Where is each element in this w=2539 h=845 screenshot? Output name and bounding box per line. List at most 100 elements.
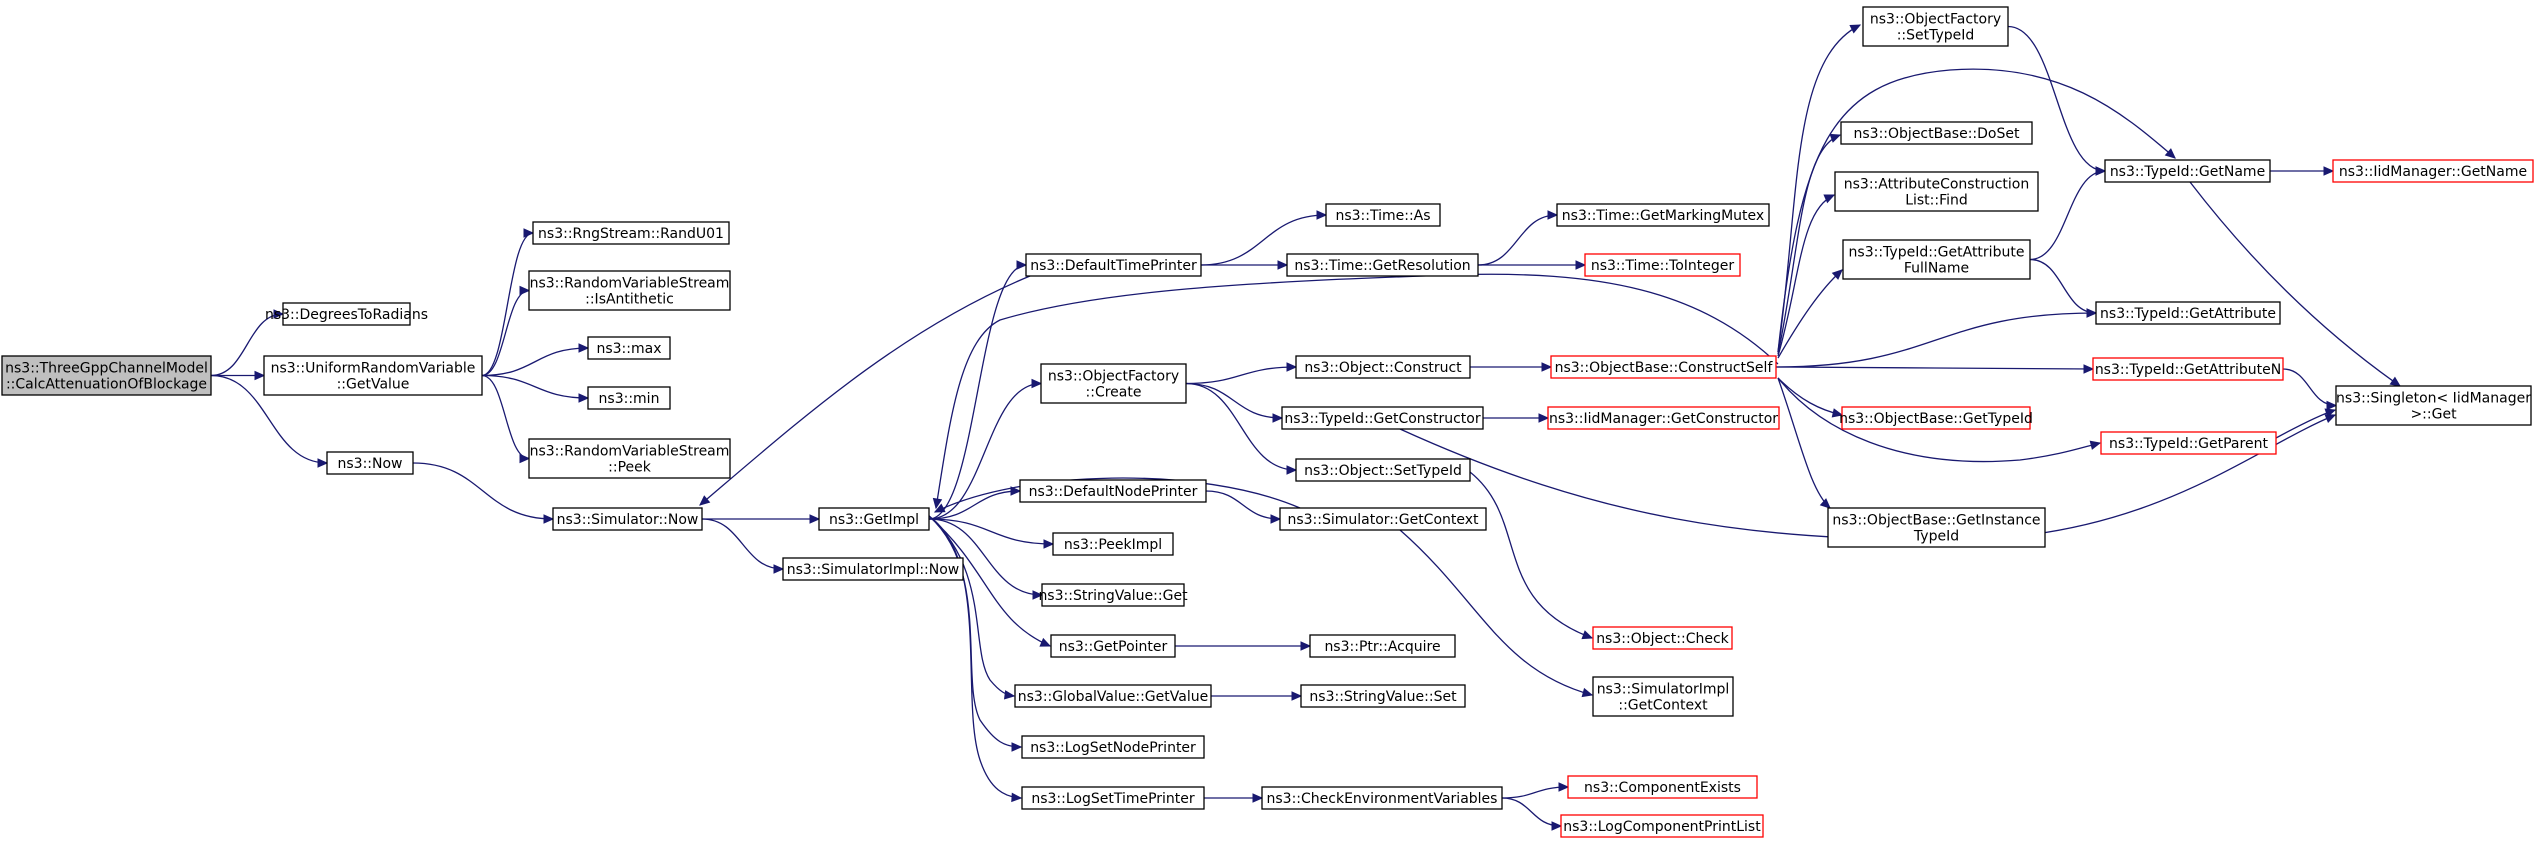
node-iidGetCtor[interactable]: ns3::IidManager::GetConstructor: [1547, 406, 1780, 430]
edge-tidGetCtor-to-iidGetCtor: [1483, 413, 1550, 423]
arrow-head: [1547, 210, 1559, 220]
node-defTimePrinter[interactable]: ns3::DefaultTimePrinter: [1025, 253, 1202, 277]
arrow-head: [2095, 166, 2107, 176]
node-objCheck[interactable]: ns3::Object::Check: [1592, 626, 1733, 650]
edge-simGetContext-to-getImpl: [933, 477, 1301, 513]
node-simImplNow[interactable]: ns3::SimulatorImpl::Now: [782, 557, 964, 581]
node-isAntithetic[interactable]: ns3::RandomVariableStream::IsAntithetic: [528, 270, 731, 311]
node-label: ns3::DefaultNodePrinter: [1029, 484, 1198, 500]
node-box: [818, 507, 930, 531]
node-label: ::Create: [1086, 385, 1142, 401]
node-checkEnv[interactable]: ns3::CheckEnvironmentVariables: [1261, 786, 1503, 810]
node-randU01[interactable]: ns3::RngStream::RandU01: [532, 221, 730, 245]
node-box: [1021, 786, 1205, 810]
edge-getImpl-to-stringValueGet: [928, 518, 1044, 600]
node-max[interactable]: ns3::max: [587, 336, 671, 360]
edge-tidGetAttributeN-to-singletonGet: [2282, 368, 2338, 411]
node-peek[interactable]: ns3::RandomVariableStream::Peek: [528, 438, 731, 479]
node-logSetTimePrinter[interactable]: ns3::LogSetTimePrinter: [1021, 786, 1205, 810]
edge-line: [1185, 366, 1297, 385]
arrow-head: [1031, 378, 1043, 389]
node-defNodePrinter[interactable]: ns3::DefaultNodePrinter: [1019, 479, 1207, 503]
node-label: ns3::ObjectFactory: [1870, 12, 2001, 28]
node-label: ns3::StringValue::Set: [1309, 689, 1457, 705]
arrow-head: [1300, 641, 1312, 651]
node-logSetNodePrinter[interactable]: ns3::LogSetNodePrinter: [1021, 735, 1205, 759]
node-label: ns3::ObjectFactory: [1048, 369, 1179, 385]
node-tidGetAttribute[interactable]: ns3::TypeId::GetAttribute: [2095, 301, 2281, 325]
node-box: [587, 386, 671, 410]
node-degToRad[interactable]: ns3::DegreesToRadians: [265, 302, 428, 326]
arrow-head: [1849, 24, 1862, 34]
edge-urvGetValue-to-randU01: [481, 228, 535, 377]
node-timeGetMarkingMutex[interactable]: ns3::Time::GetMarkingMutex: [1556, 203, 1770, 227]
node-ptrAcquire[interactable]: ns3::Ptr::Acquire: [1309, 634, 1456, 658]
node-singletonGet[interactable]: ns3::Singleton< IidManager>::Get: [2335, 385, 2532, 426]
node-obDoSet[interactable]: ns3::ObjectBase::DoSet: [1840, 121, 2033, 145]
node-tidGetParent[interactable]: ns3::TypeId::GetParent: [2100, 431, 2277, 455]
node-label: ns3::Time::GetResolution: [1294, 258, 1470, 274]
edge-objFactCreate-to-objSetTypeId: [1185, 382, 1298, 475]
node-label: ns3::Object::SetTypeId: [1304, 463, 1462, 479]
node-obConstructSelf[interactable]: ns3::ObjectBase::ConstructSelf: [1550, 355, 1777, 379]
edge-tidGetName-to-singletonGet: [2189, 181, 2402, 387]
node-simNow[interactable]: ns3::Simulator::Now: [552, 507, 703, 531]
node-box: [1040, 363, 1187, 404]
node-label: ns3::TypeId::GetConstructor: [1284, 411, 1480, 427]
arrow-head: [273, 309, 285, 319]
node-getImpl[interactable]: ns3::GetImpl: [818, 507, 930, 531]
node-min[interactable]: ns3::min: [587, 386, 671, 410]
node-box: [1050, 634, 1176, 658]
edge-defNodePrinter-to-simGetContext: [1205, 490, 1282, 524]
edge-obConstructSelf-to-obDoSet: [1777, 133, 1842, 355]
node-box: [1019, 479, 1207, 503]
node-label: ns3::Time::ToInteger: [1591, 258, 1735, 274]
node-box: [1021, 735, 1205, 759]
node-stringValueGet[interactable]: ns3::StringValue::Get: [1038, 583, 1188, 607]
node-timeAs[interactable]: ns3::Time::As: [1325, 203, 1441, 227]
node-box: [263, 355, 483, 396]
node-simGetContext[interactable]: ns3::Simulator::GetContext: [1279, 507, 1487, 531]
arrow-head: [254, 370, 266, 381]
node-objSetTypeId[interactable]: ns3::Object::SetTypeId: [1295, 458, 1471, 482]
arrow-head: [1538, 413, 1550, 423]
node-simImplGetContext[interactable]: ns3::SimulatorImpl::GetContext: [1592, 676, 1734, 717]
node-box: [1547, 406, 1780, 430]
edge-getImpl-to-defNodePrinter: [928, 486, 1022, 520]
node-timeToInteger[interactable]: ns3::Time::ToInteger: [1584, 253, 1741, 277]
node-objFactCreate[interactable]: ns3::ObjectFactory::Create: [1040, 363, 1187, 404]
node-tidGetCtor[interactable]: ns3::TypeId::GetConstructor: [1281, 406, 1484, 430]
edge-line: [1477, 214, 1558, 266]
node-tidGetAttributeN[interactable]: ns3::TypeId::GetAttributeN: [2092, 357, 2284, 381]
edge-objFactCreate-to-tidGetCtor: [1185, 382, 1284, 423]
edge-line: [1185, 382, 1283, 419]
node-getPointer[interactable]: ns3::GetPointer: [1050, 634, 1176, 658]
edge-timeGetRes-to-timeGetMarkingMutex: [1477, 210, 1559, 266]
edge-getImpl-to-defTimePrinter: [928, 260, 1028, 520]
node-peekImpl[interactable]: ns3::PeekImpl: [1052, 532, 1174, 556]
node-objConstruct[interactable]: ns3::Object::Construct: [1295, 355, 1471, 379]
edge-defTimePrinter-to-simNow: [699, 275, 1031, 506]
node-box: [1827, 507, 2046, 548]
edge-line: [2275, 409, 2336, 439]
node-componentExists[interactable]: ns3::ComponentExists: [1567, 775, 1758, 799]
node-label: ns3::GetPointer: [1059, 639, 1168, 655]
node-box: [1279, 507, 1487, 531]
node-urvGetValue[interactable]: ns3::UniformRandomVariable::GetValue: [263, 355, 483, 396]
node-stringValueSet[interactable]: ns3::StringValue::Set: [1300, 684, 1466, 708]
node-now[interactable]: ns3::Now: [326, 451, 414, 475]
edge-simNow-to-simImplNow: [701, 518, 785, 574]
node-iidGetName[interactable]: ns3::IidManager::GetName: [2332, 159, 2534, 183]
edge-line: [1777, 269, 1843, 359]
node-obGetTypeId[interactable]: ns3::ObjectBase::GetTypeId: [1839, 406, 2033, 430]
node-logCompPrintList[interactable]: ns3::LogComponentPrintList: [1560, 814, 1764, 838]
node-objFactSetTypeId[interactable]: ns3::ObjectFactory::SetTypeId: [1862, 6, 2009, 47]
node-tidGetName[interactable]: ns3::TypeId::GetName: [2104, 159, 2271, 183]
edge-line: [701, 518, 784, 570]
edge-obConstructSelf-to-getImpl: [932, 273, 1779, 510]
node-timeGetRes[interactable]: ns3::Time::GetResolution: [1286, 253, 1479, 277]
node-gvGetValue[interactable]: ns3::GlobalValue::GetValue: [1014, 684, 1212, 708]
